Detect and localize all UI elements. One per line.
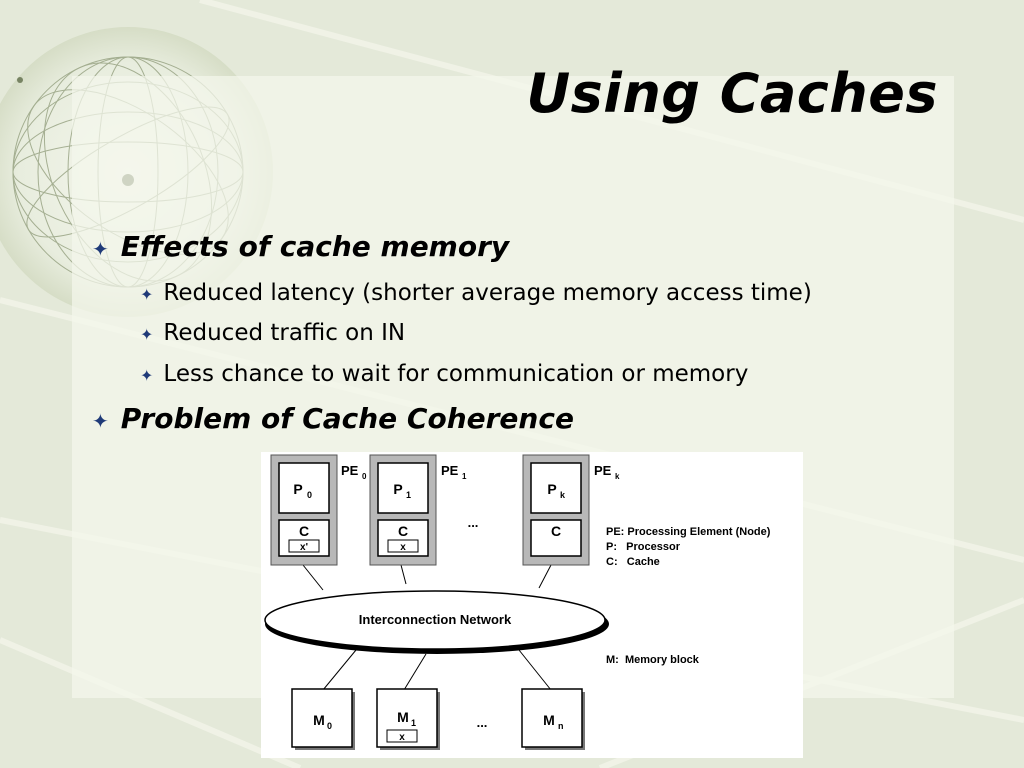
memory-block-1: M 1 x: [376, 688, 440, 750]
bullet-effects-of-cache-memory: ✦ Effects of cache memory: [92, 230, 509, 263]
memory-label: M: [313, 712, 325, 728]
memory-label: M: [397, 709, 409, 725]
connection-lines: [302, 564, 552, 691]
bullet-text: Less chance to wait for communication or…: [163, 361, 749, 387]
bullet-text: Reduced traffic on IN: [163, 320, 406, 346]
pe-subscript: 1: [462, 472, 467, 481]
cache-value: x: [400, 542, 406, 553]
bullet-reduced-traffic: ✦ Reduced traffic on IN: [140, 320, 405, 346]
processor-label: P: [547, 481, 556, 497]
memory-block-n: M n: [521, 688, 585, 750]
interconnection-network: Interconnection Network: [264, 590, 609, 654]
four-point-star-icon: ✦: [92, 409, 109, 433]
bullet-text: Effects of cache memory: [120, 230, 510, 263]
bullet-problem-of-cache-coherence: ✦ Problem of Cache Coherence: [92, 402, 574, 435]
memory-label: M: [543, 712, 555, 728]
memory-value: x: [399, 732, 405, 743]
processor-label: P: [393, 481, 402, 497]
pe-ellipsis: ...: [468, 515, 479, 530]
four-point-star-icon: ✦: [140, 325, 154, 344]
memory-block-0: M 0: [291, 688, 355, 750]
processing-element-k: P k C PE k: [522, 454, 620, 566]
four-point-star-icon: ✦: [140, 366, 154, 385]
cache-label: C: [299, 523, 309, 539]
processor-subscript: 1: [406, 490, 411, 500]
slide-title: Using Caches: [526, 62, 938, 125]
processor-subscript: k: [560, 490, 566, 500]
pe-subscript: k: [615, 472, 620, 481]
four-point-star-icon: ✦: [92, 237, 109, 261]
pe-label: PE: [341, 463, 359, 478]
four-point-star-icon: ✦: [140, 285, 154, 304]
processor-label: P: [293, 481, 302, 497]
cache-label: C: [398, 523, 408, 539]
memory-subscript: 1: [411, 718, 416, 728]
pe-subscript: 0: [362, 472, 367, 481]
cache-coherence-diagram: P 0 C x' PE 0 P 1 C x PE 1 ... P k: [261, 452, 803, 758]
bullet-text: Reduced latency (shorter average memory …: [163, 280, 812, 306]
processor-subscript: 0: [307, 490, 312, 500]
processing-element-1: P 1 C x PE 1: [369, 454, 467, 566]
legend: PE: Processing Element (Node) P: Process…: [606, 526, 771, 666]
processing-element-0: P 0 C x' PE 0: [270, 454, 367, 566]
legend-pe: PE: Processing Element (Node): [606, 526, 771, 538]
legend-m: M: Memory block: [606, 654, 700, 666]
cache-value: x': [300, 542, 308, 553]
cache-label: C: [551, 523, 561, 539]
pe-label: PE: [441, 463, 459, 478]
bullet-text: Problem of Cache Coherence: [120, 402, 574, 435]
memory-subscript: n: [558, 721, 564, 731]
bullet-reduced-latency: ✦ Reduced latency (shorter average memor…: [140, 280, 812, 306]
network-label: Interconnection Network: [359, 612, 512, 627]
memory-subscript: 0: [327, 721, 332, 731]
pe-label: PE: [594, 463, 612, 478]
memory-ellipsis: ...: [477, 715, 488, 730]
legend-c: C: Cache: [606, 556, 660, 568]
legend-p: P: Processor: [606, 541, 681, 553]
bullet-less-chance-to-wait: ✦ Less chance to wait for communication …: [140, 361, 748, 387]
